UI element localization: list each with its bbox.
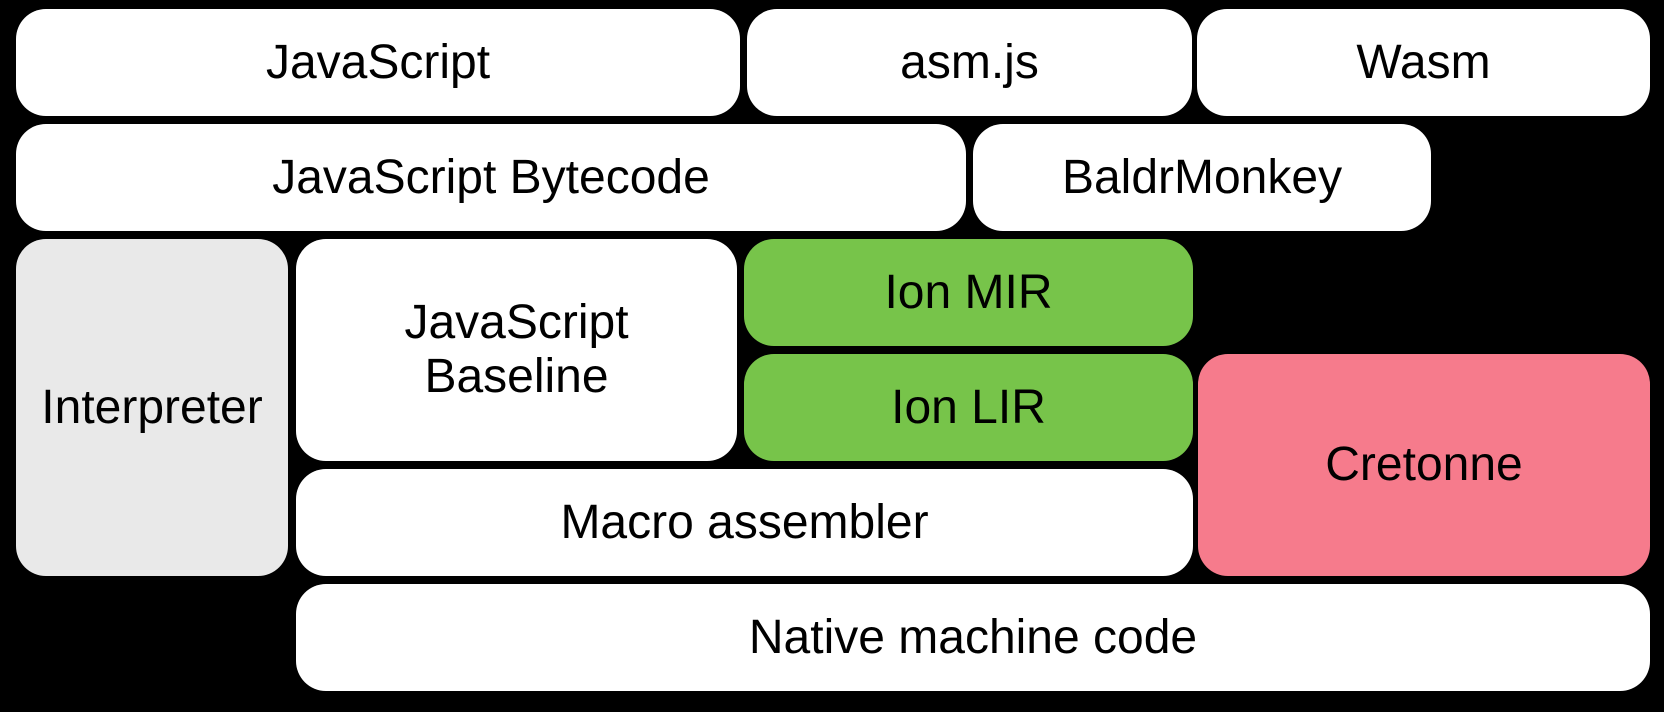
- box-native-machine-code: Native machine code: [296, 584, 1650, 691]
- box-javascript-baseline: JavaScript Baseline: [296, 239, 737, 461]
- box-cretonne: Cretonne: [1198, 354, 1650, 576]
- box-wasm: Wasm: [1197, 9, 1650, 116]
- box-baldrmonkey: BaldrMonkey: [973, 124, 1431, 231]
- box-ion-lir: Ion LIR: [744, 354, 1193, 461]
- box-asmjs: asm.js: [747, 9, 1192, 116]
- box-javascript: JavaScript: [16, 9, 740, 116]
- box-macro-assembler: Macro assembler: [296, 469, 1193, 576]
- box-javascript-bytecode: JavaScript Bytecode: [16, 124, 966, 231]
- box-interpreter: Interpreter: [16, 239, 288, 576]
- box-ion-mir: Ion MIR: [744, 239, 1193, 346]
